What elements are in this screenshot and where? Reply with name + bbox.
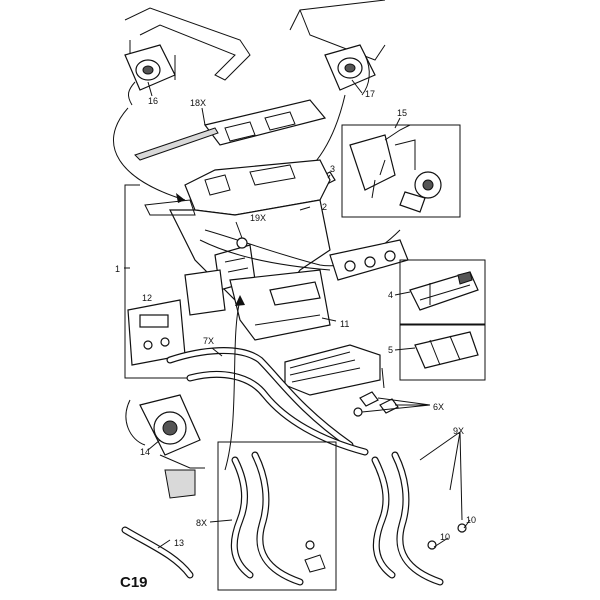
callout-11: 11	[340, 319, 349, 329]
callout-4: 4	[388, 290, 393, 300]
arrow-left-motor	[112, 107, 186, 201]
callout-1: 1	[115, 264, 120, 274]
coolant-pipes	[166, 347, 369, 456]
callout-18x: 18X	[190, 98, 206, 108]
seal-gasket	[134, 99, 327, 161]
climate-control-panel	[127, 299, 186, 366]
callout-9x: 9X	[453, 426, 464, 436]
callout-16: 16	[148, 96, 158, 106]
water-valve-lower	[414, 331, 479, 369]
pipe-kit-right	[371, 451, 467, 586]
pipe-kit-left	[230, 451, 326, 586]
control-unit	[349, 124, 442, 213]
actuator-motor-left	[124, 44, 176, 106]
callout-2: 2	[322, 202, 327, 212]
callout-12: 12	[142, 293, 152, 303]
callout-14: 14	[140, 447, 150, 457]
callout-10b: 10	[466, 515, 476, 525]
callout-6x: 6X	[433, 402, 444, 412]
control-panel	[329, 239, 409, 281]
leader-lines	[124, 79, 471, 549]
blower-motor	[125, 394, 205, 499]
dashboard-outline	[124, 0, 386, 81]
callout-8x: 8X	[196, 518, 207, 528]
callout-15: 15	[397, 108, 407, 118]
assembly-bracket	[124, 184, 190, 379]
callout-5: 5	[388, 345, 393, 355]
valve-box-lower	[399, 324, 486, 381]
callout-7x: 7X	[203, 336, 214, 346]
callout-19x: 19X	[250, 213, 266, 223]
callout-17: 17	[365, 89, 375, 99]
control-unit-box	[341, 124, 461, 218]
arrow-blower	[224, 299, 241, 471]
actuator-motor-right	[324, 44, 376, 96]
callout-3: 3	[330, 164, 335, 174]
diagram-title: C19	[120, 574, 148, 591]
pipe-kit-box-left	[217, 441, 337, 591]
callout-13: 13	[174, 538, 184, 548]
water-valve-upper	[409, 271, 479, 311]
callout-10a: 10	[440, 532, 450, 542]
heater-core	[284, 344, 381, 396]
valve-box-upper	[399, 259, 486, 325]
heater-housing	[144, 159, 331, 341]
